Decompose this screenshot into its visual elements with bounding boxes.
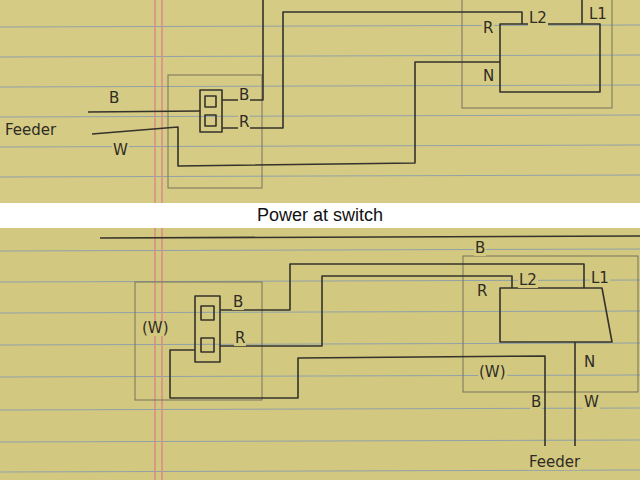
- feeder-wire: [100, 236, 640, 238]
- margin-line: [161, 0, 163, 203]
- wire-label: R: [482, 21, 494, 36]
- wire-label: Feeder: [528, 455, 581, 470]
- label-holder: R: [476, 281, 488, 300]
- paper-sheet: [0, 0, 640, 203]
- hot-wire: [222, 0, 263, 100]
- label-holder: B: [238, 85, 250, 104]
- devices: [195, 24, 612, 362]
- ruled-line: [0, 375, 640, 377]
- caption-title: Power at switch: [257, 203, 383, 228]
- wire-label: B: [108, 91, 120, 106]
- switch-symbol: [200, 90, 222, 132]
- wire-label: N: [482, 69, 495, 84]
- ruled-line: [0, 175, 640, 177]
- label-holder: W: [112, 140, 129, 159]
- switched-wire: [222, 12, 522, 128]
- label-holder: R: [482, 18, 494, 37]
- wire-label: W: [583, 395, 600, 410]
- paper-sheet: [0, 228, 640, 480]
- label-holder: N: [482, 66, 495, 85]
- wires: [88, 0, 640, 446]
- wire-label: B: [238, 88, 250, 103]
- wire-label: (W): [478, 365, 507, 380]
- switch-terminal: [201, 306, 214, 320]
- switch-terminal: [205, 96, 216, 107]
- wire-label: L1: [590, 271, 610, 286]
- switched-wire: [220, 276, 512, 346]
- ruled-line: [0, 55, 640, 57]
- label-holder: B: [474, 238, 486, 257]
- label-holder: L1: [590, 268, 610, 287]
- ruled-line: [0, 249, 640, 251]
- label-holder: Feeder: [4, 120, 57, 139]
- wire-label: R: [238, 115, 250, 130]
- label-holder: L2: [528, 8, 548, 27]
- ruled-line: [0, 85, 640, 87]
- ruled-line: [0, 343, 640, 345]
- wire-label: B: [530, 395, 542, 410]
- switch-box-outline: [135, 282, 262, 400]
- label-holder: B: [108, 88, 120, 107]
- ruled-line: [0, 440, 640, 442]
- label-holder: R: [238, 112, 250, 131]
- hot-wire: [220, 264, 584, 310]
- ruled-line: [0, 408, 640, 410]
- ruled-lines: [0, 25, 640, 472]
- wire-label: R: [476, 284, 488, 299]
- wire-label: W: [112, 143, 129, 158]
- box-outlines: [135, 0, 638, 400]
- switch-box-outline: [168, 75, 262, 188]
- label-holder: (W): [141, 318, 170, 337]
- wire-label: L1: [588, 7, 608, 22]
- fixture-symbol: [500, 288, 612, 342]
- ruled-line: [0, 115, 640, 117]
- switch-symbol: [195, 296, 220, 362]
- label-holder: L1: [588, 4, 608, 23]
- redesignated-wire: [170, 350, 545, 446]
- ruled-line: [0, 280, 640, 282]
- label-holder: R: [234, 328, 246, 347]
- fixture-box-outline: [462, 0, 612, 108]
- margin-line: [154, 0, 156, 203]
- wire-label: (W): [141, 321, 170, 336]
- label-holder: B: [232, 292, 244, 311]
- caption-band: [0, 203, 640, 228]
- label-holder: B: [530, 392, 542, 411]
- fixture-symbol: [500, 24, 600, 92]
- wire-label: Feeder: [4, 123, 57, 138]
- label-holder: (W): [478, 362, 507, 381]
- hot-wire: [581, 0, 583, 24]
- neutral-wire: [574, 342, 576, 446]
- margin-line: [161, 228, 163, 480]
- neutral-wire: [92, 62, 500, 166]
- wire-label: B: [232, 295, 244, 310]
- switch-terminal: [205, 115, 216, 126]
- ruled-line: [0, 470, 640, 472]
- wire-label: L2: [518, 273, 538, 288]
- wire-label: B: [474, 241, 486, 256]
- label-holder: N: [583, 352, 596, 371]
- margin-line: [154, 228, 156, 480]
- margin-lines: [155, 0, 162, 480]
- wire-label: R: [234, 331, 246, 346]
- switch-terminal: [201, 338, 214, 352]
- label-holder: W: [583, 392, 600, 411]
- ruled-line: [0, 311, 640, 313]
- wire-label: L2: [528, 11, 548, 26]
- ruled-line: [0, 145, 640, 147]
- feeder-wire: [88, 111, 200, 112]
- wire-label: N: [583, 355, 596, 370]
- label-holder: Feeder: [528, 452, 581, 471]
- label-holder: L2: [518, 270, 538, 289]
- title-holder: Power at switch: [0, 203, 640, 228]
